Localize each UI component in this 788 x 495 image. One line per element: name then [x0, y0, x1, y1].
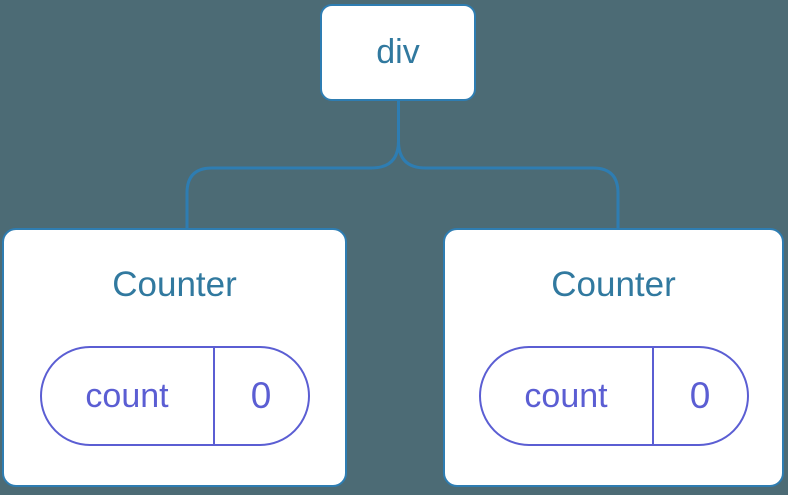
counter-card-right: Counter count 0 [443, 228, 784, 487]
counter-card-title: Counter [112, 265, 237, 304]
counter-card-left: Counter count 0 [2, 228, 347, 487]
state-key-label: count [481, 348, 654, 444]
counter-card-title: Counter [551, 265, 676, 304]
root-node-label: div [376, 33, 420, 71]
state-pill: count 0 [39, 346, 310, 446]
state-key-label: count [42, 348, 215, 444]
root-node: div [320, 4, 476, 101]
connector-right-branch [397, 98, 620, 231]
connector-left-branch [185, 98, 400, 231]
state-value: 0 [250, 375, 272, 416]
state-pill: count 0 [478, 346, 749, 446]
state-value: 0 [689, 375, 711, 416]
